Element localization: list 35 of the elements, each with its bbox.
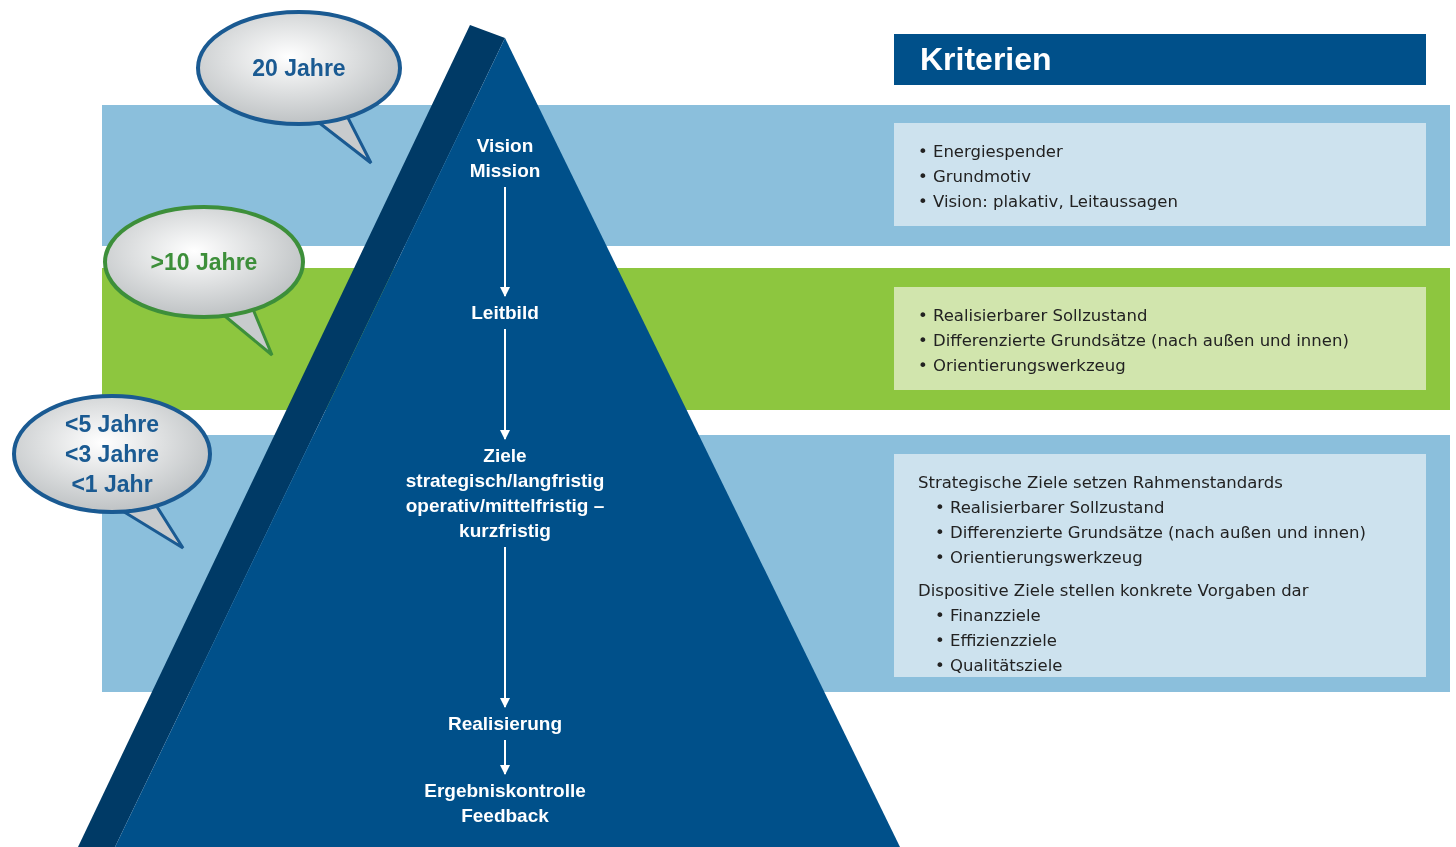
stage-label: Realisierung bbox=[446, 712, 563, 736]
stage-label: strategisch/langfristig operativ/mittelfristig – kurzfristig bbox=[404, 469, 606, 543]
bullet-item: • Finanzziele bbox=[935, 605, 1042, 627]
duration-label: >10 Jahre bbox=[149, 248, 259, 277]
arrow bbox=[500, 186, 510, 297]
bullet-item: • Grundmotiv bbox=[918, 166, 1032, 188]
arrow bbox=[500, 546, 510, 708]
duration-label: 20 Jahre bbox=[251, 54, 347, 83]
arrow bbox=[500, 328, 510, 440]
stage-label: Leitbild bbox=[470, 301, 540, 325]
bullet-item: • Realisierbarer Sollzustand bbox=[918, 305, 1149, 327]
bullet-item: • Orientierungswerkzeug bbox=[918, 355, 1127, 377]
bullet-item: • Effizienzziele bbox=[935, 630, 1058, 652]
stage-label: Feedback bbox=[460, 804, 550, 828]
criteria-panel bbox=[894, 287, 1426, 390]
stage-label: Ergebniskontrolle bbox=[423, 779, 587, 803]
heading-text: Strategische Ziele setzen Rahmenstandards bbox=[918, 472, 1284, 494]
heading-text: Dispositive Ziele stellen konkrete Vorgaben dar bbox=[918, 580, 1310, 602]
stage-label: Mission bbox=[468, 159, 542, 183]
header-bar: Kriterien bbox=[894, 34, 1426, 85]
duration-label: <1 Jahr bbox=[70, 470, 154, 499]
bullet-item: • Differenzierte Grundsätze (nach außen und innen) bbox=[935, 522, 1367, 544]
bullet-item: • Differenzierte Grundsätze (nach außen und innen) bbox=[918, 330, 1350, 352]
duration-label: <5 Jahre bbox=[64, 410, 160, 439]
duration-label: <3 Jahre bbox=[64, 440, 160, 469]
stage-label: Ziele bbox=[482, 444, 528, 468]
bullet-item: • Orientierungswerkzeug bbox=[935, 547, 1144, 569]
criteria-panel bbox=[894, 454, 1426, 677]
criteria-panel bbox=[894, 123, 1426, 226]
arrow bbox=[500, 739, 510, 775]
bullet-item: • Realisierbarer Sollzustand bbox=[935, 497, 1166, 519]
bullet-item: • Vision: plakativ, Leitaussagen bbox=[918, 191, 1179, 213]
stage-label: Vision bbox=[475, 134, 535, 158]
bullet-item: • Energiespender bbox=[918, 141, 1064, 163]
bullet-item: • Qualitätsziele bbox=[935, 655, 1064, 677]
